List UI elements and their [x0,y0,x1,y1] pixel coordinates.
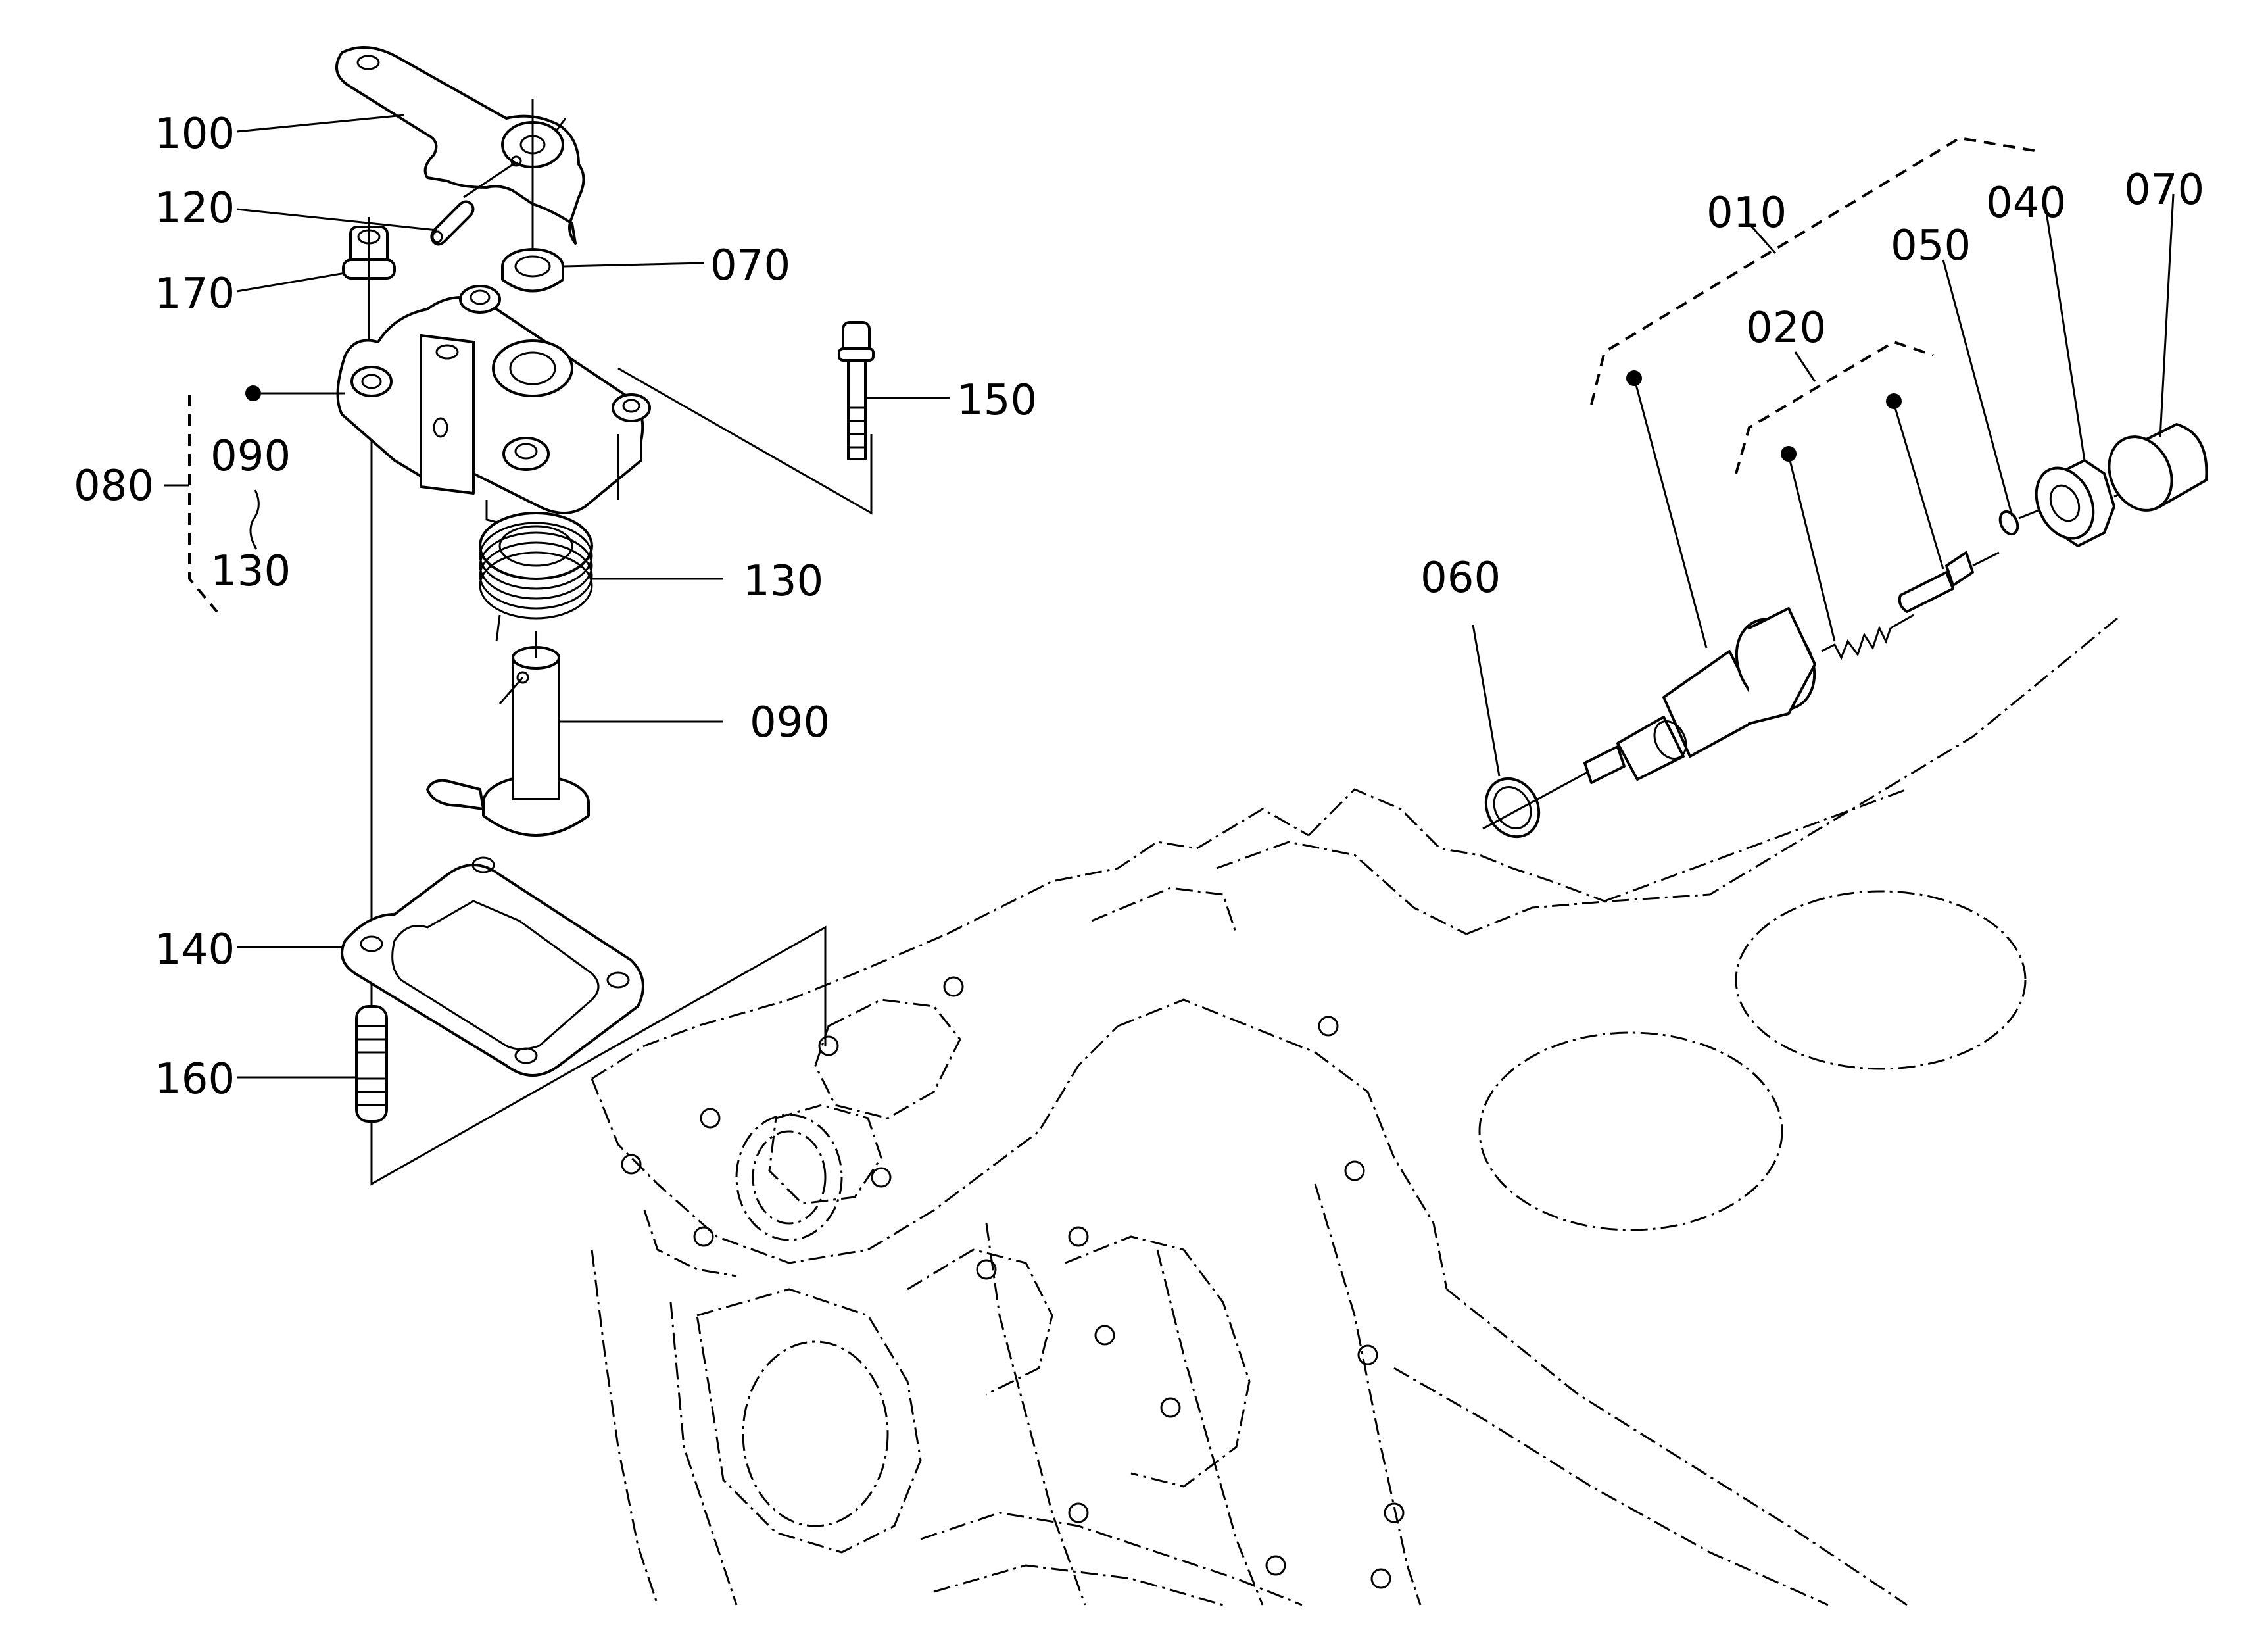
callout-070: 070 [2124,166,2204,214]
callout-170: 170 [155,270,235,318]
callout-090-range-from: 090 [210,432,291,481]
engine-block-outline [591,617,2118,1606]
part-shaft [426,631,590,837]
callout-100: 100 [155,110,235,159]
assembly-plane-lines [370,367,873,1186]
part-gasket-washer [1482,762,1605,839]
part-hex-nut [2035,459,2135,547]
callout-040: 040 [1986,179,2066,228]
part-cap [2108,423,2208,512]
callout-130: 130 [743,557,823,606]
part-stud-bolt [355,1005,388,1123]
part-valve-subassembly [1821,551,2000,660]
callout-050: 050 [1891,222,1971,270]
callout-080: 080 [74,462,154,510]
part-cover-gasket [341,856,644,1077]
callout-130-range-to: 130 [210,547,291,596]
group-brackets [188,136,2039,613]
callout-160: 160 [155,1055,235,1104]
callout-140: 140 [155,925,235,974]
callout-060: 060 [1420,554,1501,602]
part-spring-pin [430,155,522,246]
part-oil-seal [501,248,564,293]
callout-010: 010 [1706,189,1787,237]
leader-lines [164,114,2175,1079]
part-flange-nut [342,217,396,342]
callout-020: 020 [1746,304,1826,353]
part-torsion-spring [479,500,593,642]
part-flange-bolt [838,321,875,460]
part-governor-cover [336,285,651,514]
reference-dots [245,370,1944,649]
part-lever-arm [335,46,585,257]
part-plunger-housing [1583,607,1816,784]
callout-labels: 100 120 170 070 150 090 080 130 130 090 … [74,110,2204,1104]
callout-090: 090 [750,699,830,747]
callout-120: 120 [155,184,235,233]
callout-110: 070 [710,241,790,290]
callout-150: 150 [957,376,1037,425]
